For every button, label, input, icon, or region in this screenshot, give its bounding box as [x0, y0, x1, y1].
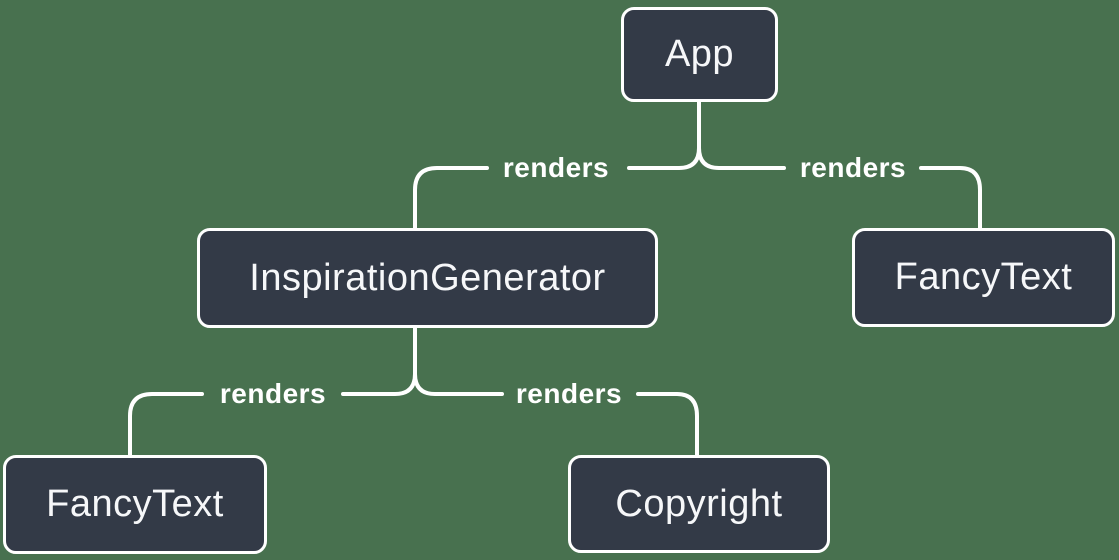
node-inspiration-generator: InspirationGenerator: [197, 228, 658, 328]
node-fancy-text-bottom: FancyText: [3, 455, 267, 554]
edge-inspiration-copyright-segment-1: [413, 326, 504, 396]
edge-app-fancytext-segment-1: [697, 100, 786, 170]
edge-inspiration-fancytext-segment-2: [128, 392, 204, 457]
edge-inspiration-copyright-segment-2: [636, 392, 699, 457]
edge-inspiration-fancytext-segment-1: [341, 326, 417, 396]
edge-label-inspiration-copyright: renders: [515, 378, 623, 409]
node-app: App: [621, 7, 778, 102]
edge-app-fancytext-segment-2: [919, 166, 982, 230]
edge-label-app-inspiration: renders: [502, 152, 610, 183]
edge-app-inspiration-segment-1: [627, 100, 701, 170]
edge-app-inspiration-segment-2: [413, 166, 489, 230]
edge-label-inspiration-fancytext: renders: [219, 378, 327, 409]
edge-label-app-fancytext: renders: [799, 152, 907, 183]
node-copyright: Copyright: [568, 455, 830, 553]
node-fancy-text-top: FancyText: [852, 228, 1115, 327]
